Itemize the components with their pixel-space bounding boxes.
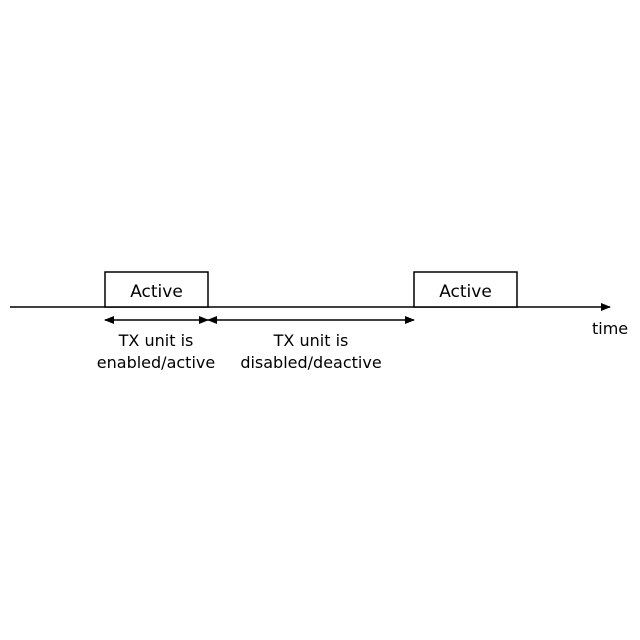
active-pulse-label-1: Active <box>130 282 183 302</box>
active-pulse-label-2: Active <box>439 282 492 302</box>
enabled-span-label-line2: enabled/active <box>97 353 215 372</box>
disabled-span-label-line1: TX unit is <box>273 331 349 350</box>
enabled-span-label-line1: TX unit is <box>118 331 194 350</box>
time-axis-label: time <box>592 319 628 338</box>
disabled-span-label-line2: disabled/deactive <box>240 353 381 372</box>
